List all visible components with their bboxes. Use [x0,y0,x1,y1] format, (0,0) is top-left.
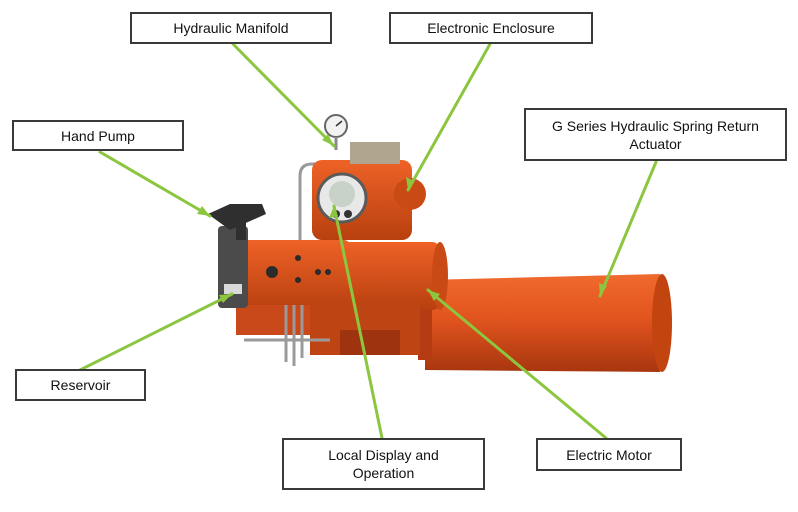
label-reservoir-text: Reservoir [50,377,111,393]
arrowhead-local-display [329,206,338,218]
local-display-panel [316,172,368,224]
label-reservoir: Reservoir [15,369,146,401]
arrowhead-reservoir [219,294,232,303]
label-electronic-enclosure-text: Electronic Enclosure [427,20,555,36]
leader-local-display [332,204,384,440]
label-electric-motor: Electric Motor [536,438,682,471]
leader-reservoir [78,292,234,372]
label-electric-motor-text: Electric Motor [566,446,652,463]
leader-hydraulic-manifold [231,42,336,148]
arrowhead-electric-motor [428,290,440,301]
leader-hand-pump [98,150,212,218]
arrowhead-electronic-enclosure [406,177,414,190]
hydraulic-tubing [244,162,330,366]
arrowhead-hydraulic-manifold [322,134,334,146]
label-hand-pump-text: Hand Pump [61,127,135,144]
main-body [236,240,420,355]
arrowhead-g-series-actuator [599,283,607,296]
label-electronic-enclosure: Electronic Enclosure [389,12,593,44]
spring-cylinder [418,274,672,372]
label-local-display: Local Display and Operation [282,438,485,490]
label-local-display-line1: Local Display and [328,447,439,463]
leader-arrowheads [197,134,607,303]
reservoir-tank [218,226,248,308]
label-local-display-line2: Operation [352,465,415,481]
leader-electronic-enclosure [406,42,492,192]
label-g-series-actuator-line1: G Series Hydraulic Spring Return [552,117,759,134]
leader-g-series-actuator [598,160,658,298]
leader-lines [78,42,658,440]
label-g-series-actuator: G Series Hydraulic Spring Return Actuato… [524,108,787,161]
label-hydraulic-manifold: Hydraulic Manifold [130,12,332,44]
arrowhead-hand-pump [197,206,210,216]
label-g-series-actuator-line2: Actuator [629,135,682,152]
pressure-gauge [324,114,348,150]
leader-electric-motor [426,288,608,440]
label-hand-pump: Hand Pump [12,120,184,151]
hand-pump-handle [208,204,266,240]
label-hydraulic-manifold-text: Hydraulic Manifold [173,20,289,36]
